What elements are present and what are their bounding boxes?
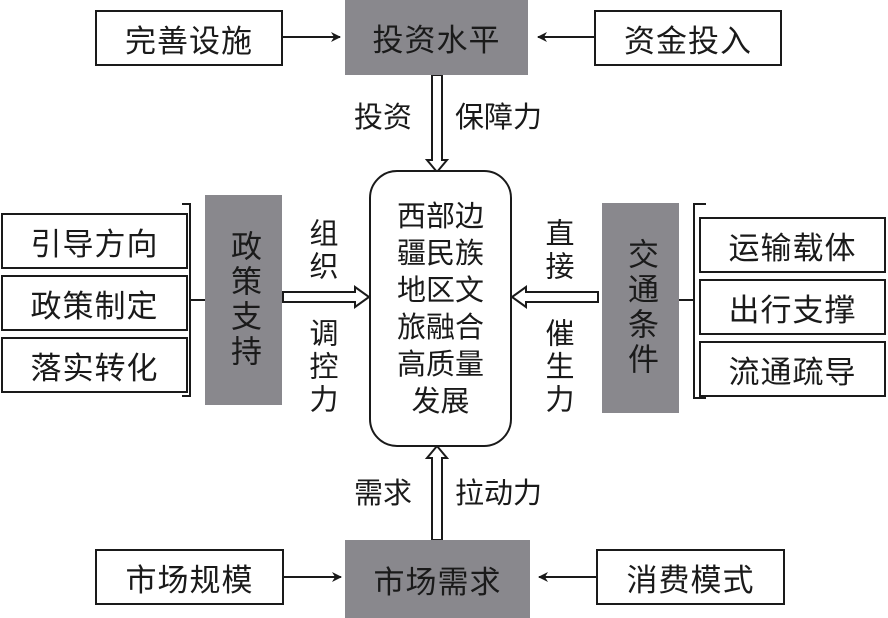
hub-label: 政策支持 (225, 230, 261, 370)
force-label-organize: 组织 (305, 218, 339, 284)
force-label-investment: 投资 (354, 100, 413, 134)
hub-policy-support: 政策支持 (205, 195, 282, 405)
node-label: 运输载体 (728, 230, 857, 267)
force-label-direct: 直接 (541, 218, 575, 284)
hub-label: 交通条件 (622, 238, 658, 378)
core-goal-box: 西部边疆民族地区文旅融合高质量发展 (369, 170, 512, 447)
node-label: 消费模式 (626, 562, 755, 599)
hollow-arrow-up (424, 444, 450, 541)
node-label: 市场规模 (125, 562, 254, 599)
hub-market-demand: 市场需求 (345, 540, 530, 618)
node-capital-input: 资金投入 (594, 10, 782, 66)
node-implementation: 落实转化 (1, 337, 188, 393)
node-label: 政策制定 (30, 288, 159, 325)
left-bracket (182, 203, 206, 397)
node-label: 出行支撑 (728, 292, 857, 329)
core-goal-text: 西部边疆民族地区文旅融合高质量发展 (396, 198, 484, 418)
node-complete-facilities: 完善设施 (95, 10, 283, 66)
force-label-demand: 需求 (354, 476, 413, 510)
node-label: 完善设施 (125, 23, 253, 60)
node-market-scale: 市场规模 (95, 549, 284, 605)
hub-transport-conditions: 交通条件 (602, 203, 679, 413)
force-label-pull: 拉动力 (455, 476, 543, 510)
hub-investment-level: 投资水平 (345, 0, 528, 75)
right-bracket (678, 203, 706, 399)
node-guide-direction: 引导方向 (1, 213, 188, 269)
hub-label: 市场需求 (373, 564, 502, 601)
hollow-arrow-left (510, 285, 599, 309)
node-circulation-guidance: 流通疏导 (699, 341, 886, 397)
node-transport-carrier: 运输载体 (699, 217, 886, 273)
force-label-regulate: 调控力 (305, 318, 339, 417)
node-label: 流通疏导 (728, 354, 857, 391)
hub-label: 投资水平 (372, 23, 501, 59)
node-label: 引导方向 (30, 226, 159, 263)
node-consumption-pattern: 消费模式 (596, 549, 785, 605)
node-label: 落实转化 (30, 350, 159, 387)
node-label: 资金投入 (624, 23, 752, 60)
hollow-arrow-down (424, 74, 450, 174)
hollow-arrow-right (282, 285, 371, 309)
node-travel-support: 出行支撑 (699, 279, 886, 335)
force-label-catalyze: 催生力 (541, 318, 575, 417)
force-label-guarantee: 保障力 (455, 100, 543, 134)
node-policy-making: 政策制定 (1, 275, 188, 331)
